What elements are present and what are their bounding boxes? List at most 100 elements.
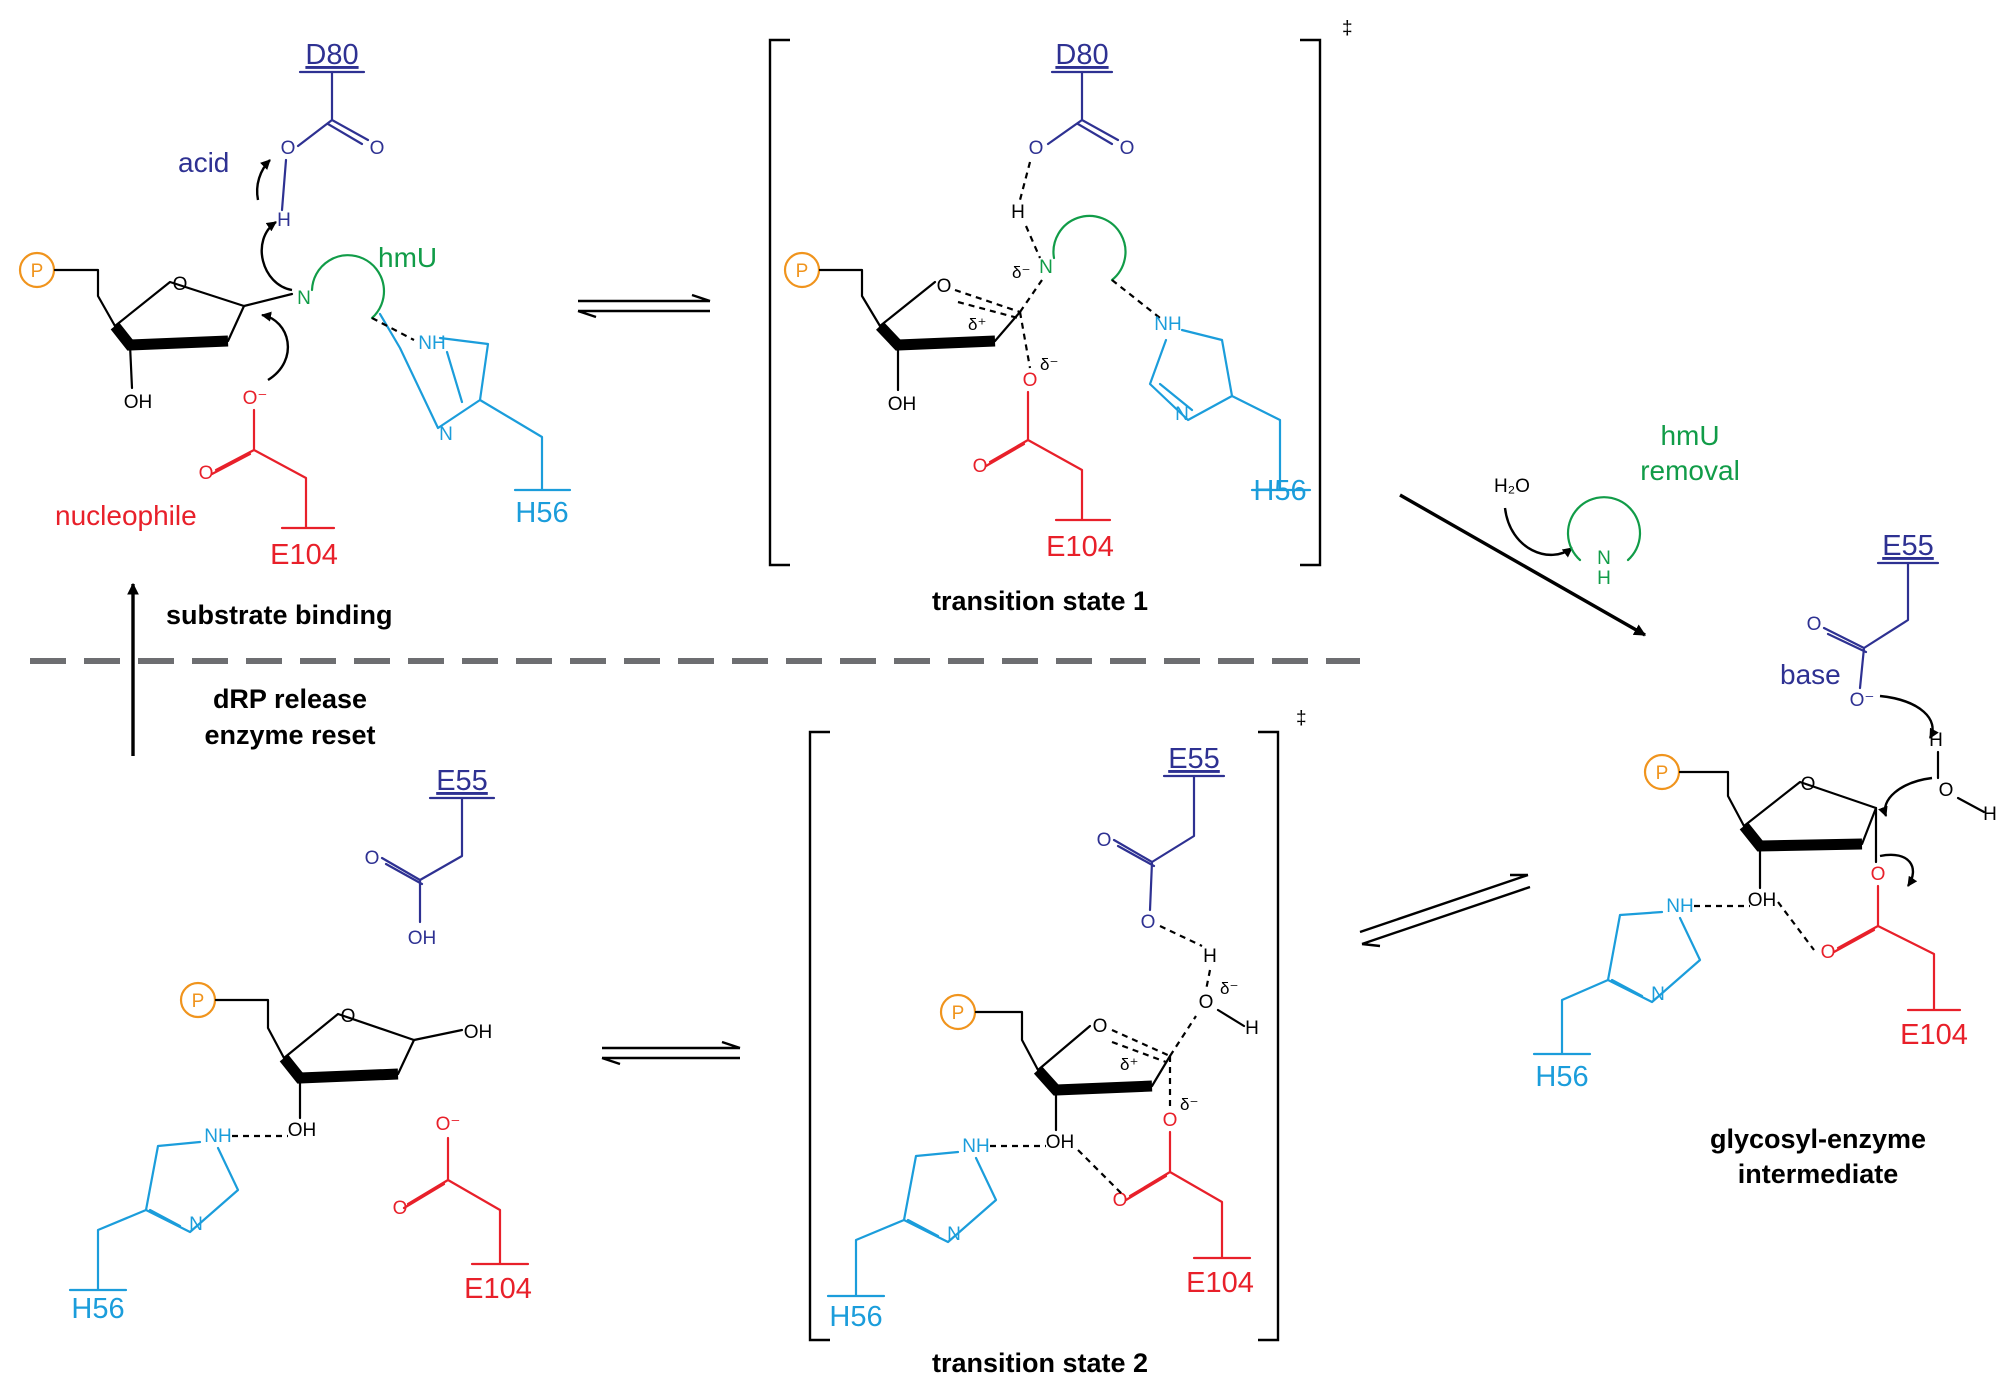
svg-text:E55: E55	[436, 765, 488, 797]
svg-text:O⁻: O⁻	[436, 1114, 461, 1135]
svg-text:O: O	[341, 1006, 356, 1027]
svg-text:OH: OH	[1046, 1132, 1075, 1153]
svg-text:O: O	[937, 276, 952, 297]
svg-text:O: O	[1120, 138, 1135, 159]
ts2-delta-minus-o: δ⁻	[1220, 979, 1238, 998]
glycosyl-caption-1: glycosyl-enzyme	[1710, 1124, 1926, 1154]
water-label: H₂O	[1494, 476, 1530, 497]
c3-hydroxyl: OH	[124, 392, 153, 413]
svg-text:O: O	[1029, 138, 1044, 159]
equilibrium-arrows-bottom	[601, 1040, 741, 1066]
ts2-caption: transition state 2	[932, 1348, 1148, 1378]
transition-state-1: ‡ P O δ⁺ OH N δ⁻ D80 O O H O δ⁻ O E104	[768, 18, 1353, 616]
svg-text:O: O	[973, 456, 988, 477]
svg-text:O: O	[1199, 992, 1214, 1013]
acid-label: acid	[178, 147, 229, 178]
glycosyl-enzyme-intermediate: E55 O O⁻ base H O H P O OH O O E104 NH N	[1532, 530, 1997, 1189]
svg-text:H56: H56	[1253, 475, 1306, 507]
svg-text:N: N	[1651, 984, 1665, 1005]
e104-residue-label: E104	[270, 539, 338, 571]
ts2-double-dagger: ‡	[1296, 708, 1307, 729]
svg-text:N: N	[1597, 548, 1611, 569]
svg-text:H56: H56	[829, 1301, 882, 1333]
equilibrium-arrows-top	[577, 293, 711, 319]
svg-text:N: N	[189, 1214, 203, 1235]
drp-release-caption-1: dRP release	[213, 684, 367, 714]
svg-text:H: H	[1203, 946, 1217, 967]
phosphate-label: P	[31, 261, 44, 282]
hmu-removal-arrow	[1399, 493, 1647, 637]
ts1-delta-minus-n: δ⁻	[1012, 263, 1030, 282]
h56-n: N	[439, 424, 453, 445]
svg-text:O: O	[1821, 942, 1836, 963]
base-label: base	[1780, 659, 1841, 690]
svg-text:OH: OH	[1748, 890, 1777, 911]
svg-text:OH: OH	[408, 928, 437, 949]
product-complex: E55 O OH P O OH OH NH N H56 O⁻ O E104	[68, 765, 532, 1325]
hmu-label: hmU	[378, 242, 437, 273]
svg-text:N: N	[1039, 257, 1053, 278]
hmu-removal: H₂O N H hmU removal	[1494, 420, 1740, 589]
svg-text:O: O	[1807, 614, 1822, 635]
svg-text:O: O	[1023, 370, 1038, 391]
svg-text:NH: NH	[204, 1126, 231, 1147]
svg-text:H: H	[1245, 1018, 1259, 1039]
svg-text:N: N	[1175, 404, 1189, 425]
svg-text:O: O	[1801, 774, 1816, 795]
svg-text:E104: E104	[1900, 1019, 1968, 1051]
svg-text:P: P	[1656, 763, 1669, 784]
svg-text:H: H	[1011, 202, 1025, 223]
hmu-removal-label-2: removal	[1640, 455, 1740, 486]
ts2-delta-minus-o2: δ⁻	[1180, 1095, 1198, 1114]
glycosyl-caption-2: intermediate	[1738, 1159, 1899, 1189]
svg-text:H56: H56	[1535, 1061, 1588, 1093]
svg-text:O: O	[365, 848, 380, 869]
svg-text:O: O	[1113, 1190, 1128, 1211]
ts1-delta-plus: δ⁺	[968, 315, 986, 334]
d80-carbonyl-o: O	[370, 138, 385, 159]
svg-text:H: H	[1597, 568, 1611, 589]
svg-text:E104: E104	[464, 1273, 532, 1305]
svg-text:E55: E55	[1882, 530, 1934, 562]
ts1-delta-minus-o: δ⁻	[1040, 355, 1058, 374]
d80-residue-label: D80	[305, 39, 358, 71]
transition-state-2: ‡ E55 O O H O δ⁻ H P O δ⁺ OH O δ⁻ O E104	[808, 708, 1307, 1378]
ts1-double-dagger: ‡	[1342, 18, 1353, 39]
svg-text:E55: E55	[1168, 743, 1220, 775]
svg-text:NH: NH	[1154, 314, 1181, 335]
ts2-delta-plus: δ⁺	[1120, 1055, 1138, 1074]
acidic-proton: H	[277, 210, 291, 231]
svg-text:O: O	[1093, 1016, 1108, 1037]
svg-text:NH: NH	[962, 1136, 989, 1157]
ring-oxygen: O	[173, 274, 188, 295]
d80-hydroxyl-o: O	[281, 138, 296, 159]
drp-release-caption-2: enzyme reset	[204, 720, 375, 750]
svg-text:O⁻: O⁻	[1850, 690, 1875, 711]
substrate-binding-caption: substrate binding	[166, 600, 393, 630]
acid-proton-arrow	[256, 159, 271, 201]
svg-text:O: O	[1141, 912, 1156, 933]
svg-text:O: O	[1939, 780, 1954, 801]
nucleophile-label: nucleophile	[55, 500, 197, 531]
svg-text:P: P	[796, 261, 809, 282]
hmu-removal-label-1: hmU	[1660, 420, 1719, 451]
svg-text:D80: D80	[1055, 39, 1108, 71]
ts1-caption: transition state 1	[932, 586, 1148, 616]
svg-text:E104: E104	[1186, 1267, 1254, 1299]
svg-text:N: N	[947, 1224, 961, 1245]
e104-carbonyl-o: O	[199, 463, 214, 484]
svg-text:H: H	[1929, 730, 1943, 751]
svg-text:O: O	[1163, 1110, 1178, 1131]
svg-text:O: O	[1871, 864, 1886, 885]
h56-nh: NH	[418, 333, 445, 354]
n-to-h-arrow	[260, 221, 293, 292]
svg-text:O: O	[393, 1198, 408, 1219]
svg-text:H56: H56	[71, 1293, 124, 1325]
svg-text:P: P	[952, 1003, 965, 1024]
svg-text:E104: E104	[1046, 531, 1114, 563]
svg-text:O: O	[1097, 830, 1112, 851]
svg-text:P: P	[192, 991, 205, 1012]
h56-residue-label: H56	[515, 497, 568, 529]
svg-text:OH: OH	[464, 1022, 493, 1043]
